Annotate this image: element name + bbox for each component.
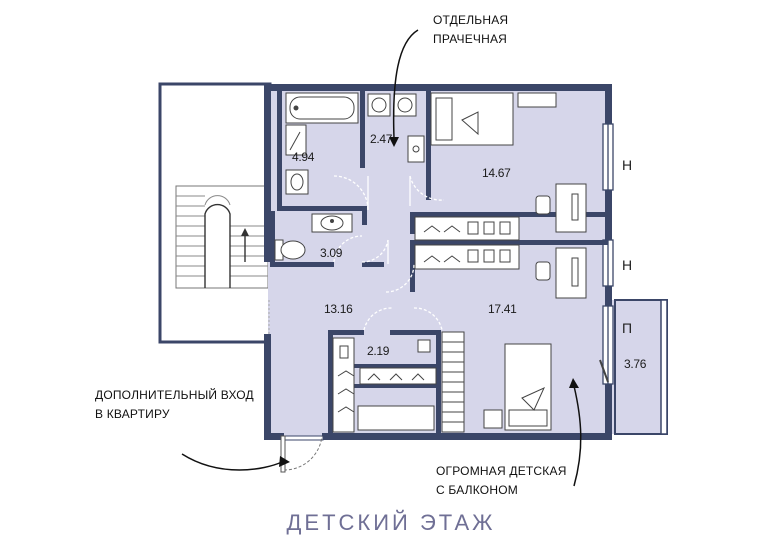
balcony-door-swing (599, 359, 609, 383)
desk-top (535, 183, 587, 233)
area-bathroom: 4.94 (292, 150, 315, 164)
area-wc: 3.09 (320, 246, 343, 260)
area-hall: 13.16 (324, 302, 353, 316)
balcony (608, 299, 668, 435)
closet-fittings (359, 339, 437, 385)
area-balcony: 3.76 (624, 357, 647, 371)
wall-shelf (517, 92, 557, 108)
staircase (158, 82, 272, 344)
annotation-arrows (181, 29, 582, 487)
washing-machines (367, 93, 417, 117)
area-bedroom-top: 14.67 (482, 166, 511, 180)
arrowheads (279, 137, 579, 467)
bed-top (430, 92, 514, 146)
bed-bottom (483, 343, 552, 431)
window-mark-middle: Н (622, 257, 633, 273)
shower-icon (285, 124, 307, 156)
windows (602, 123, 614, 385)
doors (333, 175, 445, 331)
kids-room-arrow (573, 385, 582, 487)
outer-walls (264, 84, 612, 440)
shelf-rack (441, 331, 465, 433)
annotation-entrance: ДОПОЛНИТЕЛЬНЫЙ ВХОД В КВАРТИРУ (95, 388, 254, 421)
toilet-icon (274, 239, 306, 261)
window-mark-top: Н (622, 157, 633, 173)
annotation-kids-room: ОГРОМНАЯ ДЕТСКАЯ С БАЛКОНОМ (436, 464, 567, 497)
wardrobe-top (414, 216, 520, 270)
floor-title: ДЕТСКИЙ ЭТАЖ (286, 510, 496, 535)
washbasin-icon (285, 169, 309, 195)
annotation-laundry: ОТДЕЛЬНАЯ ПРАЧЕЧНАЯ (433, 13, 509, 46)
bathtub (285, 92, 359, 124)
area-bedroom-bottom: 17.41 (488, 302, 517, 316)
hall-wardrobe (332, 337, 435, 433)
entrance-door (268, 300, 324, 473)
laundry-arrow (392, 29, 419, 139)
laundry-sink (407, 135, 425, 163)
interior-walls (270, 88, 608, 436)
window-mark-balcony: П (622, 320, 633, 336)
wc-sink (311, 213, 353, 233)
entrance-arrow (181, 453, 283, 471)
area-laundry: 2.47 (370, 132, 393, 146)
desk-bottom (535, 247, 587, 299)
area-closet: 2.19 (367, 344, 390, 358)
